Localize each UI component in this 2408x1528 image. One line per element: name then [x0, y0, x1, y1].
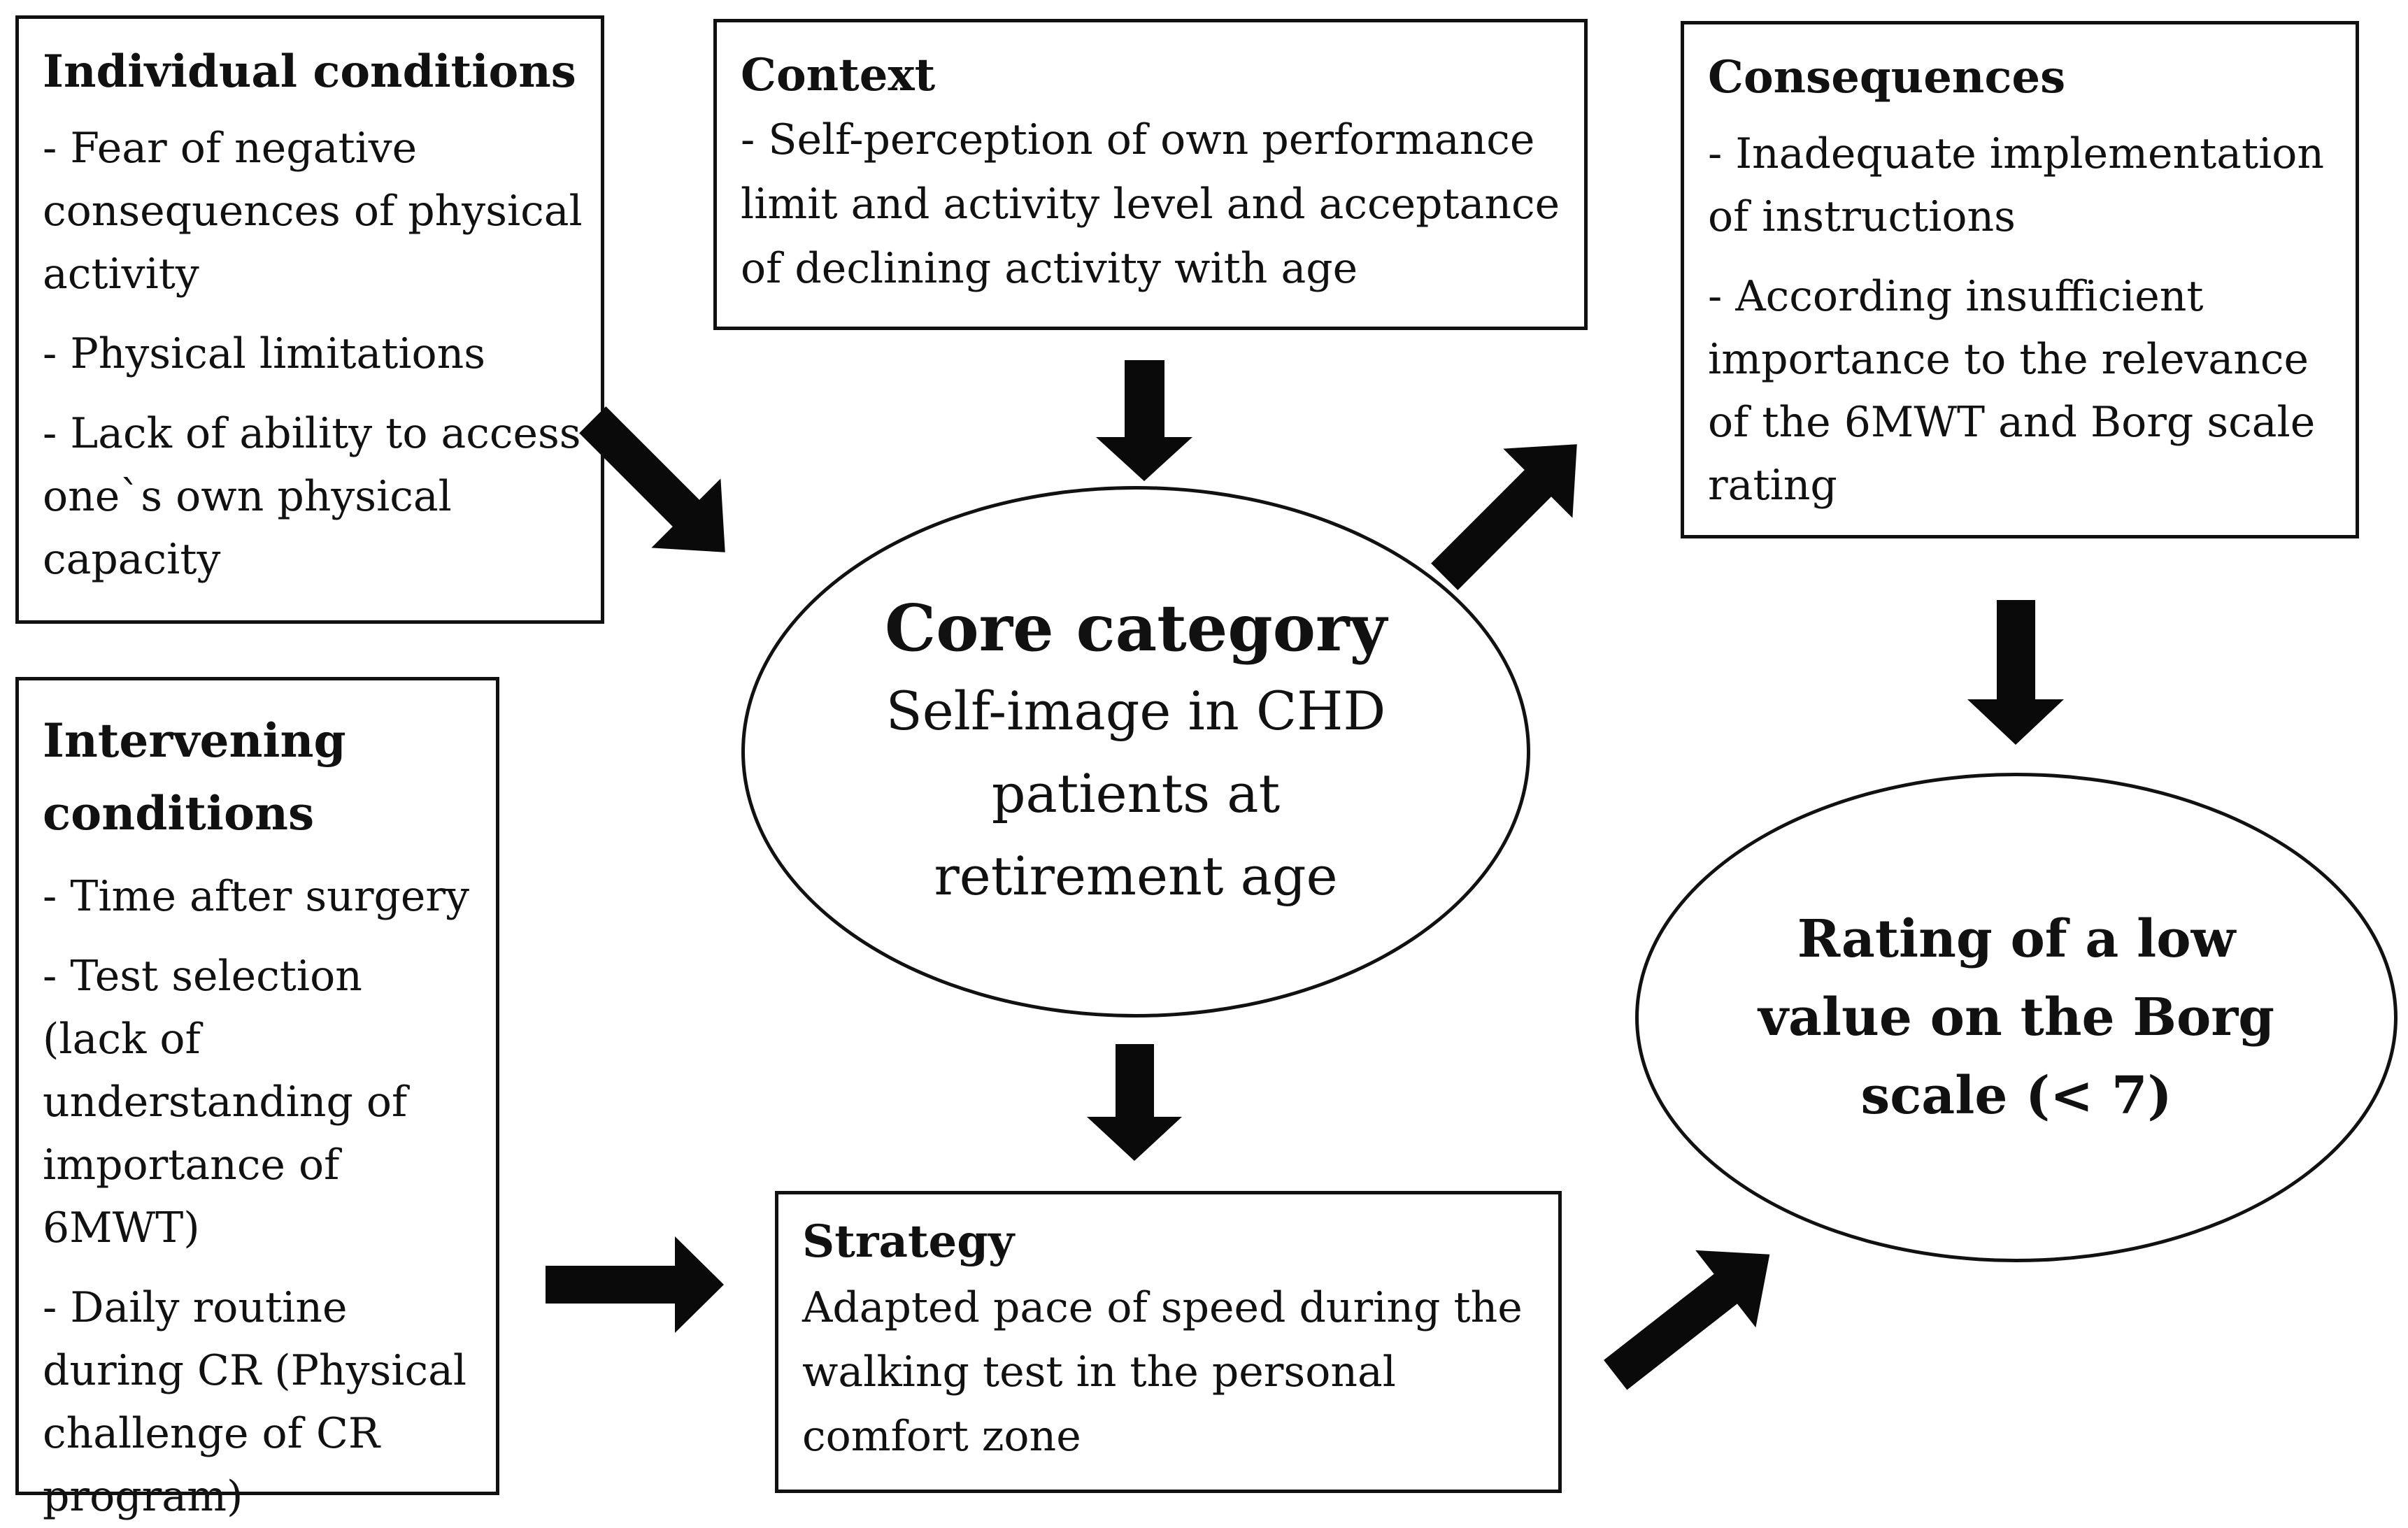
arrow-strategy-to-outcome [1604, 1250, 1770, 1390]
arrow-context-to-core [1096, 360, 1192, 481]
consequences-title: Consequences [1708, 51, 2066, 103]
strategy-title: Strategy [802, 1215, 1015, 1268]
outcome-text: Rating of a low value on the Borg scale … [1758, 909, 2275, 1126]
core-category-text: Self-image in CHD patients at retirement… [885, 680, 1386, 907]
individual-conditions-box: Individual conditions - Fear of negative… [15, 15, 604, 624]
intervening-conditions-box: Intervening conditions - Time after surg… [15, 677, 499, 1521]
core-category-title: Core category [885, 590, 1387, 666]
consequence-item: - According insufficient importance to t… [1708, 272, 2316, 510]
arrow-core-to-strategy [1087, 1044, 1182, 1161]
core-category-ellipse: Core category Self-image in CHD patients… [741, 486, 1530, 1018]
individual-condition-item: - Lack of ability to access one`s own ph… [43, 409, 581, 584]
individual-conditions-title: Individual conditions [43, 45, 576, 98]
intervening-condition-item: - Time after surgery [43, 872, 469, 921]
strategy-text: Adapted pace of speed during the walking… [802, 1283, 1523, 1461]
context-box: Context - Self-perception of own perform… [713, 19, 1588, 330]
arrow-intervening-to-strategy [546, 1236, 724, 1333]
individual-condition-item: - Fear of negative consequences of physi… [43, 124, 583, 299]
arrow-consequences-to-outcome [1967, 600, 2064, 745]
individual-condition-item: - Physical limitations [43, 329, 486, 378]
context-text: - Self-perception of own performance lim… [741, 115, 1560, 293]
outcome-ellipse: Rating of a low value on the Borg scale … [1635, 773, 2398, 1262]
intervening-conditions-title: Intervening conditions [43, 713, 346, 841]
consequence-item: - Inadequate implementation of instructi… [1708, 129, 2325, 241]
strategy-box: Strategy Adapted pace of speed during th… [775, 1191, 1562, 1493]
context-title: Context [741, 49, 936, 101]
intervening-condition-item: - Daily routine during CR (Physical chal… [43, 1283, 467, 1521]
consequences-box: Consequences - Inadequate implementation… [1681, 21, 2359, 538]
arrow-core-to-consequences [1431, 444, 1577, 590]
intervening-condition-item: - Test selection (lack of understanding … [43, 952, 408, 1252]
